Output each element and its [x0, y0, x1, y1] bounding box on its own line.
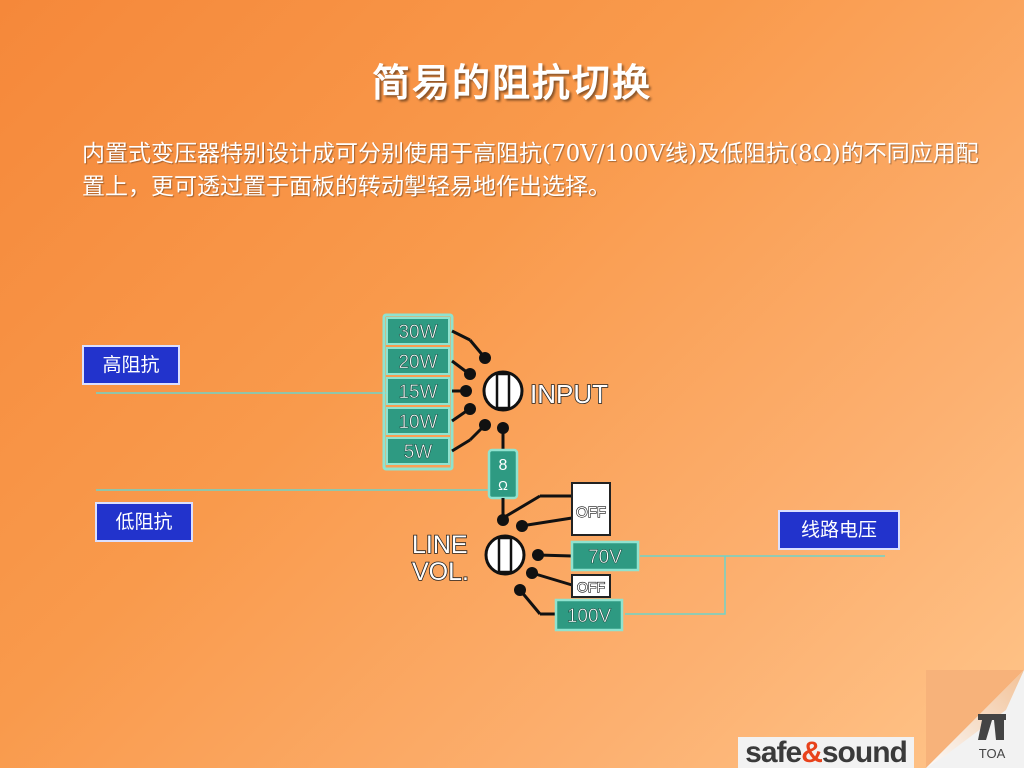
wattage-tap-10w: 10W: [386, 407, 450, 435]
safe-and-sound-logo: safe&sound: [738, 737, 914, 768]
toa-logo-corner: TOA: [926, 670, 1024, 768]
wattage-tap-label: 20W: [398, 352, 437, 373]
wattage-tap-label: 5W: [404, 442, 433, 463]
line-voltage-connector-100v: [625, 556, 726, 615]
toa-logo-icon: [978, 714, 1006, 740]
line-setting-label: 100V: [567, 606, 612, 627]
line-vol-label-2: VOL.: [412, 558, 469, 586]
line-setting-label: 70V: [588, 547, 622, 568]
slide-description: 内置式变压器特别设计成可分别使用于高阻抗(70V/100V线)及低阻抗(8Ω)的…: [82, 141, 979, 200]
line-setting-label: OFF: [577, 579, 605, 595]
low-impedance-tap-value: 8: [499, 457, 508, 474]
line-vol-selector-contacts: [497, 514, 544, 596]
line-voltage-label: 线路电压: [778, 510, 900, 550]
input-selector-contacts: [460, 352, 509, 434]
brand-part-1: safe: [745, 737, 802, 768]
low-impedance-tap-unit: Ω: [498, 478, 508, 493]
line-setting-off-1: OFF: [571, 482, 611, 536]
low-impedance-label: 低阻抗: [95, 502, 193, 542]
line-vol-selector-knob: [484, 534, 526, 576]
input-label: INPUT: [530, 379, 608, 409]
line-setting-off-2: OFF: [571, 574, 611, 598]
line-vol-label-1: LINE: [412, 531, 468, 559]
wattage-tap-label: 30W: [398, 322, 437, 343]
low-impedance-tap-8ohm: 8 Ω: [487, 448, 519, 500]
line-setting-70v: 70V: [570, 540, 640, 572]
wattage-tap-30w: 30W: [386, 317, 450, 345]
wattage-tap-15w: 15W: [386, 377, 450, 405]
toa-logo-text: TOA: [979, 746, 1006, 761]
high-impedance-label: 高阻抗: [82, 345, 180, 385]
brand-ampersand: &: [801, 737, 823, 768]
input-selector-knob: [482, 370, 524, 412]
slide-title: 简易的阻抗切换: [371, 60, 652, 105]
wattage-tap-label: 10W: [398, 412, 437, 433]
wattage-tap-5w: 5W: [386, 437, 450, 465]
wattage-tap-20w: 20W: [386, 347, 450, 375]
wattage-tap-label: 15W: [398, 382, 437, 403]
line-setting-label: OFF: [576, 504, 606, 521]
brand-part-2: sound: [821, 737, 908, 768]
line-setting-100v: 100V: [554, 598, 624, 632]
